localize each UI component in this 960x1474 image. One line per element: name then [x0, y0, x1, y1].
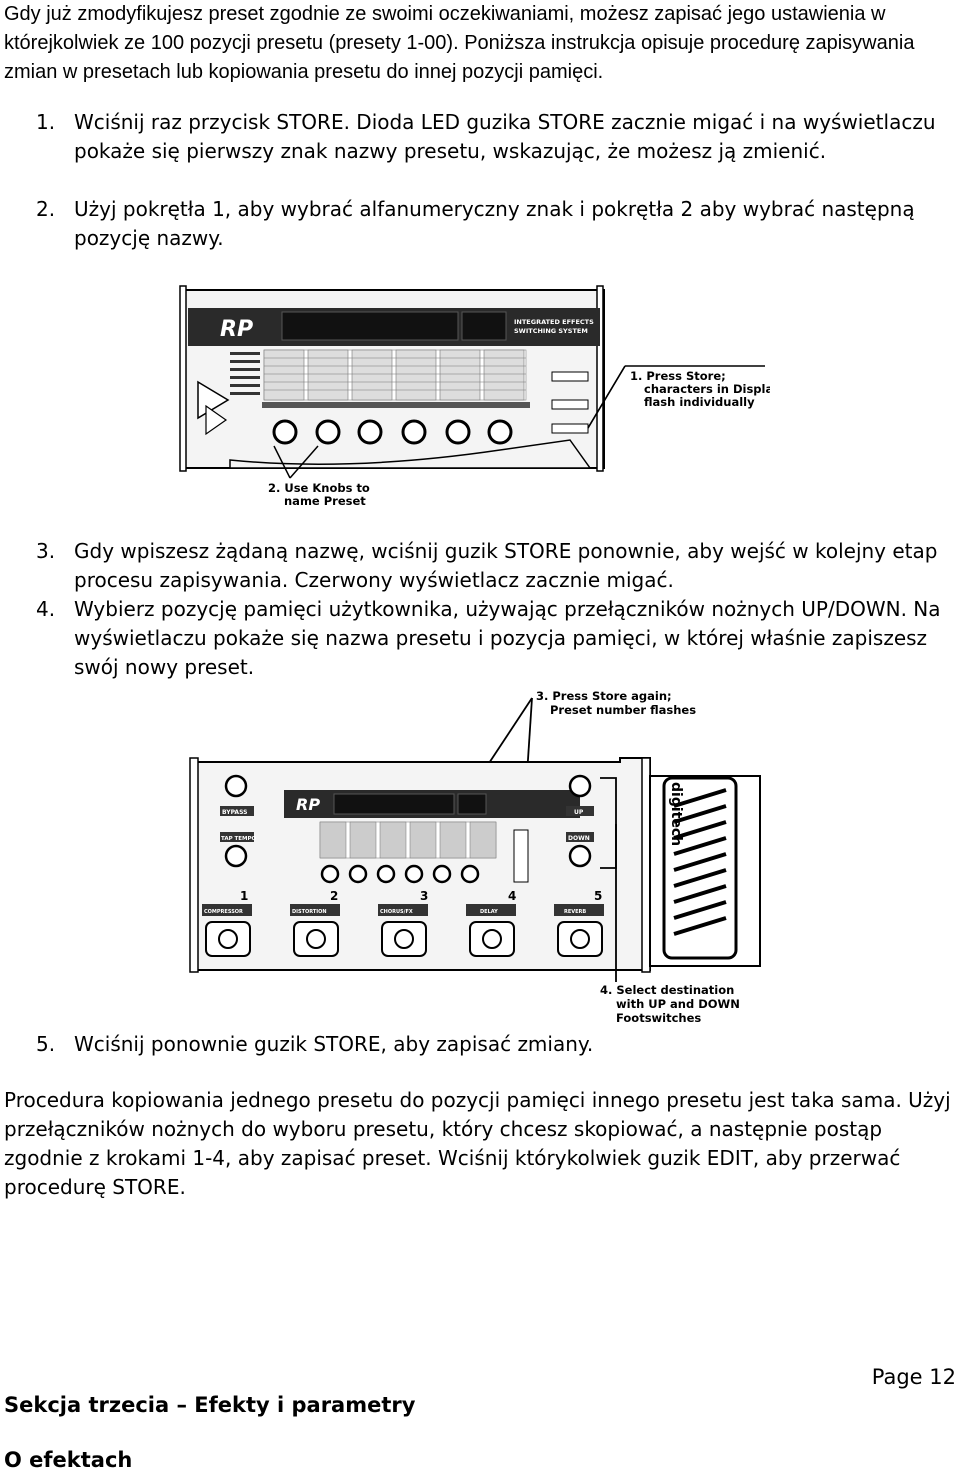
footswitch-4: DELAY 4 — [466, 889, 516, 957]
label-tap — [220, 832, 254, 842]
parameter-matrix — [319, 821, 497, 859]
callout-knobs-2: name Preset — [284, 494, 366, 508]
footswitch-2: DISTORTION 2 — [290, 889, 340, 957]
svg-text:2: 2 — [330, 889, 338, 903]
page-number: Page 12 — [871, 1365, 956, 1389]
updown-bracket — [600, 777, 617, 869]
down-footswitch — [568, 844, 592, 868]
callout-store-2: characters in Display — [644, 382, 770, 396]
callout-line-knob1 — [273, 445, 291, 479]
footswitch-3: CHORUS/FX 3 — [378, 889, 428, 957]
step-text: Wybierz pozycję pamięci użytkownika, uży… — [74, 597, 941, 679]
svg-text:5: 5 — [594, 889, 602, 903]
svg-text:REVERB: REVERB — [564, 909, 586, 915]
svg-text:DISTORTION: DISTORTION — [292, 909, 327, 915]
svg-text:TAP TEMPO: TAP TEMPO — [221, 836, 257, 842]
svg-text:COMPRESSOR: COMPRESSOR — [204, 909, 243, 915]
step-number: 3. — [36, 539, 56, 563]
row-labels — [230, 352, 530, 408]
figure-pedalboard: 3. Press Store again; Preset number flas… — [189, 689, 761, 1025]
outro-paragraph: Procedura kopiowania jednego presetu do … — [4, 1088, 951, 1199]
tap-footswitch — [224, 844, 248, 868]
callout-store-1: 1. Press Store; — [630, 369, 726, 383]
footswitch-1: COMPRESSOR 1 — [202, 889, 252, 957]
rp-logo: RP — [220, 317, 253, 342]
rp-logo: RP — [296, 795, 320, 814]
preset-display — [457, 793, 487, 815]
edit-buttons — [513, 829, 529, 883]
panel-title-2: SWITCHING SYSTEM — [514, 327, 588, 335]
label-bypass — [220, 806, 254, 816]
label-down: DOWN — [568, 835, 590, 842]
callout-line-knob2 — [289, 445, 319, 479]
amp-button — [551, 399, 589, 410]
svg-text:3: 3 — [420, 889, 428, 903]
knobs — [320, 864, 480, 884]
step-number: 2. — [36, 197, 56, 221]
footswitch-row: COMPRESSOR 1 DISTORTION 2 CHORUS/FX 3 DE… — [202, 889, 604, 957]
step-number: 5. — [36, 1032, 56, 1056]
callout-store-3: flash individually — [644, 395, 755, 409]
step-number: 4. — [36, 597, 56, 621]
svg-text:BYPASS: BYPASS — [222, 809, 247, 816]
panel-title-1: INTEGRATED EFFECTS — [514, 318, 594, 326]
display-window — [281, 311, 459, 341]
store-button — [551, 423, 589, 434]
step-text: Wciśnij ponownie guzik STORE, aby zapisa… — [74, 1032, 594, 1056]
figure-store-panel: RP INTEGRATED EFFECTS SWITCHING SYSTEM — [179, 285, 770, 508]
step-3: 3. Gdy wpiszesz żądaną nazwę, wciśnij gu… — [36, 537, 956, 595]
section-subtitle: O efektach — [4, 1448, 133, 1472]
step-1: 1. Wciśnij raz przycisk STORE. Dioda LED… — [36, 108, 956, 166]
parameter-matrix — [263, 349, 527, 401]
knobs — [272, 419, 513, 445]
svg-text:4: 4 — [508, 889, 516, 903]
step-text: Gdy wpiszesz żądaną nazwę, wciśnij guzik… — [74, 539, 938, 592]
pedal-treads — [673, 788, 727, 936]
step-5: 5. Wciśnij ponownie guzik STORE, aby zap… — [36, 1030, 956, 1059]
footswitch-5: REVERB 5 — [554, 889, 604, 957]
svg-text:CHORUS/FX: CHORUS/FX — [380, 909, 413, 915]
section-title: Sekcja trzecia – Efekty i parametry — [4, 1393, 416, 1417]
step-text: Wciśnij raz przycisk STORE. Dioda LED gu… — [74, 110, 936, 163]
edit-button — [551, 371, 589, 382]
up-footswitch — [568, 774, 592, 798]
svg-text:DELAY: DELAY — [480, 909, 498, 915]
step-text: Użyj pokrętła 1, aby wybrać alfanumerycz… — [74, 197, 915, 250]
callout-knobs-1: 2. Use Knobs to — [268, 481, 370, 495]
callout-select-3: Footswitches — [616, 1011, 701, 1025]
brand-logo: digitech — [668, 782, 684, 846]
step-number: 1. — [36, 110, 56, 134]
callout-again-1: 3. Press Store again; — [536, 689, 672, 703]
intro-paragraph: Gdy już zmodyfikujesz preset zgodnie ze … — [4, 3, 915, 83]
callout-select-1: 4. Select destination — [600, 983, 734, 997]
bypass-footswitch — [224, 774, 248, 798]
preset-display — [461, 311, 507, 341]
step-4: 4. Wybierz pozycję pamięci użytkownika, … — [36, 595, 956, 682]
label-up: UP — [574, 809, 584, 816]
step-2: 2. Użyj pokrętła 1, aby wybrać alfanumer… — [36, 195, 956, 253]
callout-again-2: Preset number flashes — [550, 703, 696, 717]
display-window — [333, 793, 455, 815]
svg-text:1: 1 — [240, 889, 248, 903]
callout-select-2: with UP and DOWN — [616, 997, 740, 1011]
